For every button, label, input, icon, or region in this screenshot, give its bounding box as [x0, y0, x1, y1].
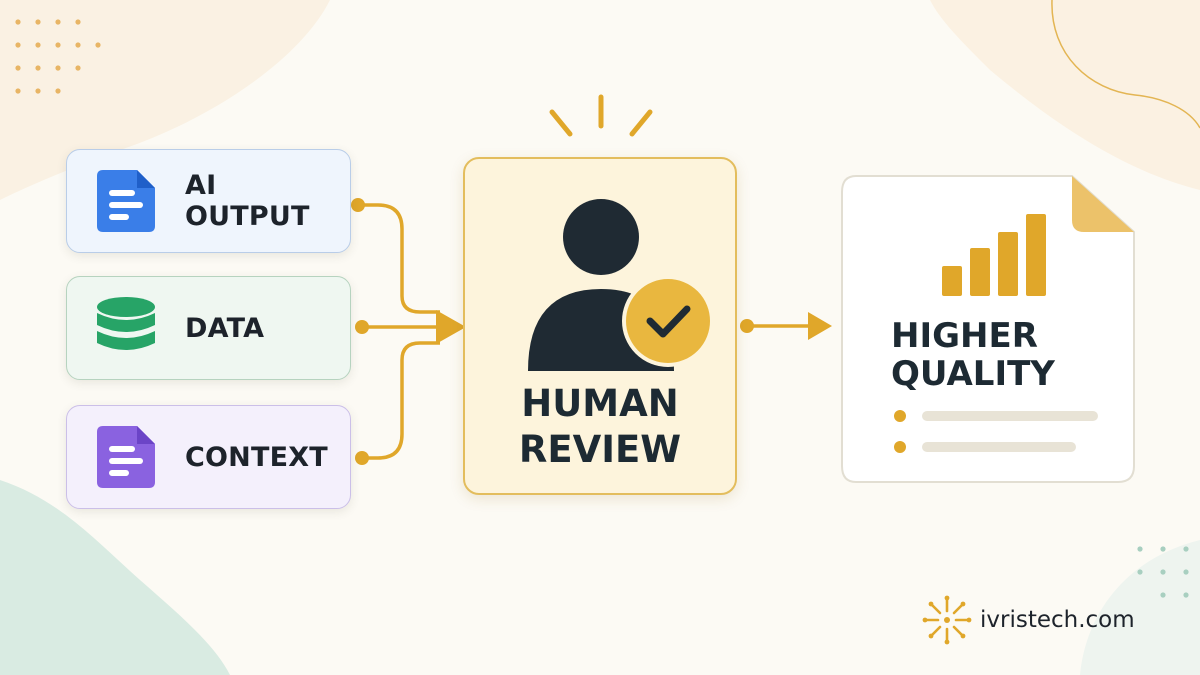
input-card-context: CONTEXT — [66, 405, 351, 509]
input-label-context: CONTEXT — [185, 441, 328, 473]
brand-name: ivristech.com — [980, 607, 1135, 633]
summary-lines — [894, 410, 1098, 453]
output-connector-dot — [740, 319, 754, 333]
top-right-blob — [930, 0, 1200, 190]
input-label-ai-output: AI OUTPUT — [185, 170, 310, 232]
dot-grid-top-left — [15, 19, 101, 94]
attention-rays — [549, 94, 653, 137]
input-card-ai-output: AI OUTPUT — [66, 149, 351, 253]
input-connectors — [358, 203, 440, 460]
input-label-data: DATA — [185, 312, 265, 344]
bottom-left-blob — [0, 480, 230, 675]
review-title-line2: REVIEW — [518, 428, 682, 471]
input-card-data: DATA — [66, 276, 351, 380]
bottom-right-blob — [1080, 540, 1200, 675]
top-right-curve — [1051, 0, 1200, 129]
folded-corner — [1072, 176, 1134, 232]
checkmark-icon — [622, 275, 714, 367]
person-icon — [528, 199, 714, 371]
document-icon — [97, 426, 155, 488]
document-icon — [97, 170, 155, 232]
brand-footer: ivristech.com — [922, 595, 1135, 645]
connector-dots — [351, 198, 369, 465]
result-title-line1: HIGHER — [891, 316, 1038, 356]
bar-chart-icon — [942, 214, 1046, 296]
result-title-line2: QUALITY — [891, 354, 1055, 394]
database-icon — [97, 297, 155, 350]
arrow-into-review — [436, 310, 466, 344]
sparkle-logo-icon — [922, 595, 972, 645]
review-title-line1: HUMAN — [521, 382, 679, 425]
higher-quality-document — [841, 175, 1135, 483]
dot-grid-bottom-right — [1137, 546, 1189, 598]
arrow-into-result — [808, 312, 832, 340]
human-review-card: HUMAN REVIEW — [463, 157, 737, 495]
